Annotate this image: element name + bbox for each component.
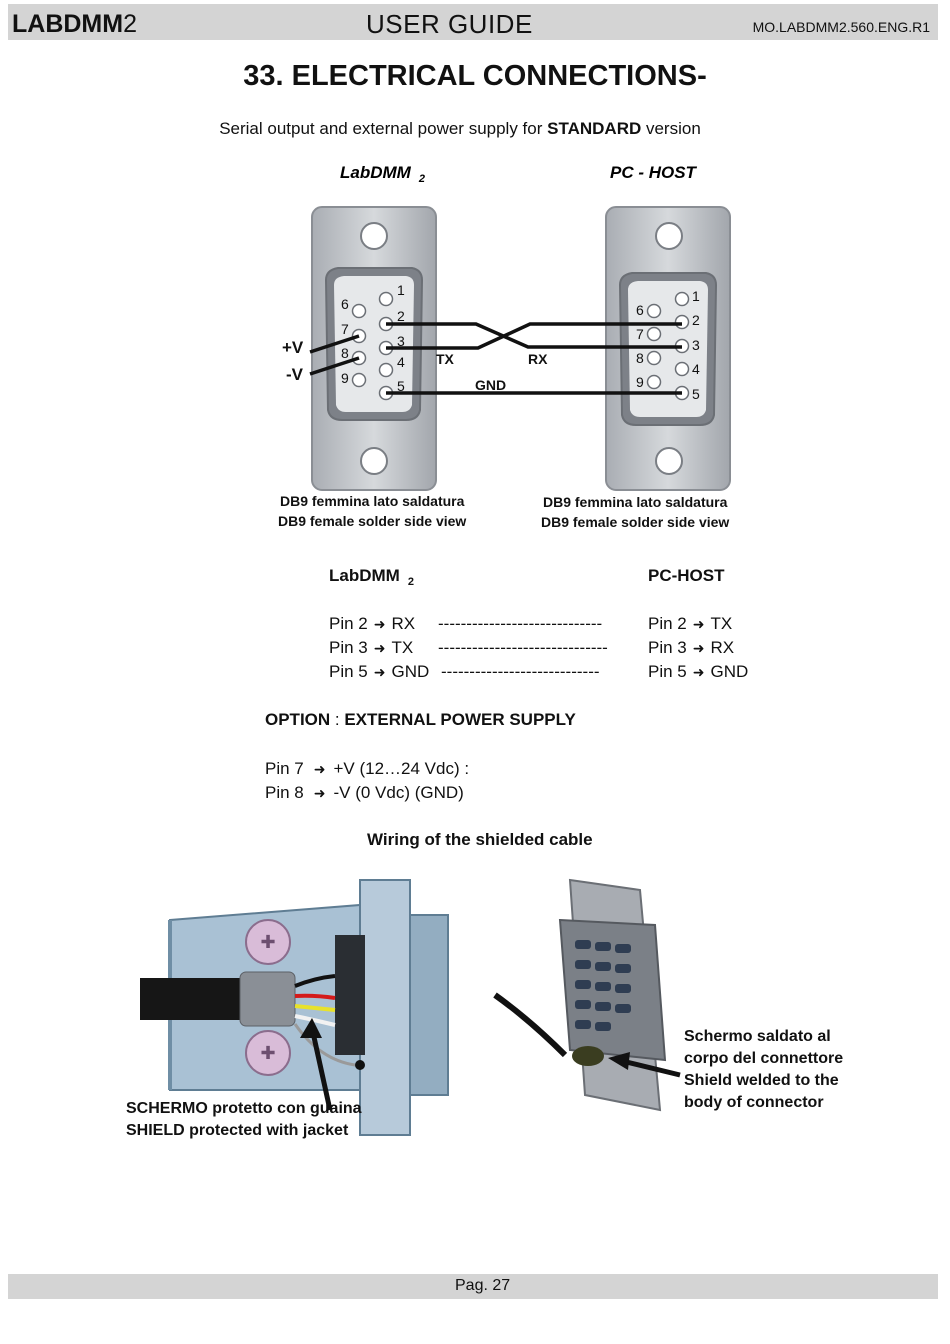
svg-text:4: 4 [397, 354, 405, 370]
pin-row: Pin 5➜GND [329, 662, 430, 681]
svg-text:8: 8 [636, 350, 644, 366]
wires [309, 322, 682, 395]
svg-text:2: 2 [397, 308, 405, 324]
svg-text:DB9 female solder side view: DB9 female solder side view [541, 514, 729, 530]
svg-text:+V: +V [282, 338, 304, 357]
pin-row: Pin 3➜TX [329, 638, 414, 657]
pin-row: Pin 2➜RX [329, 614, 416, 633]
right-connector-label: PC - HOST [610, 163, 698, 182]
pin-row-dashes: ---------------------------- [441, 662, 600, 681]
svg-text:6: 6 [636, 302, 644, 318]
svg-text:1: 1 [692, 288, 700, 304]
svg-text:3: 3 [397, 333, 405, 349]
subtitle: Serial output and external power supply … [219, 119, 701, 138]
svg-text:DB9 femmina lato saldatura: DB9 femmina lato saldatura [543, 494, 728, 510]
shielded-cable-photo: ✚ ✚ [140, 879, 449, 1136]
page-number: Pag. 27 [455, 1277, 511, 1294]
shield-section-title: Wiring of the shielded cable [367, 830, 593, 849]
svg-text:9: 9 [636, 374, 644, 390]
pin-row-dashes: ----------------------------- [438, 614, 603, 633]
pin-table-right-head: PC-HOST [648, 566, 725, 585]
page-footer: Pag. 27 [8, 1274, 938, 1299]
svg-text:4: 4 [692, 361, 700, 377]
svg-text:8: 8 [341, 345, 349, 361]
svg-text:TX: TX [436, 351, 455, 367]
connector-front-photo [493, 878, 681, 1112]
svg-text:7: 7 [636, 326, 644, 342]
doc-code: MO.LABDMM2.560.ENG.R1 [752, 19, 930, 35]
svg-text:5: 5 [692, 386, 700, 402]
page-header: LABDMM2 USER GUIDE MO.LABDMM2.560.ENG.R1 [8, 4, 938, 40]
pin-row-host: Pin 2➜TX [648, 614, 733, 633]
svg-text:2: 2 [692, 312, 700, 328]
option-row: Pin 8➜-V (0 Vdc) (GND) [265, 783, 464, 802]
pin-row-dashes: ------------------------------ [438, 638, 608, 657]
svg-text:5: 5 [397, 378, 405, 394]
brand: LABDMM2 [12, 10, 137, 38]
svg-text:GND: GND [475, 377, 506, 393]
svg-text:-V: -V [286, 365, 304, 384]
svg-text:✚: ✚ [260, 1043, 275, 1063]
option-row: Pin 7➜+V (12…24 Vdc) : [265, 759, 470, 778]
page-title: 33. ELECTRICAL CONNECTIONS- [243, 60, 707, 92]
svg-text:3: 3 [692, 337, 700, 353]
svg-text:6: 6 [341, 296, 349, 312]
option-heading: OPTION : EXTERNAL POWER SUPPLY [265, 710, 576, 729]
left-shield-caption: SCHERMO protetto con guaina SHIELD prote… [126, 1100, 362, 1139]
pin-row-host: Pin 5➜GND [648, 662, 749, 681]
left-db9-connector: 1 2 3 4 5 6 7 8 9 [311, 206, 437, 491]
svg-text:RX: RX [528, 351, 548, 367]
section-title: USER GUIDE [366, 9, 533, 39]
svg-text:9: 9 [341, 370, 349, 386]
svg-text:DB9 femmina lato saldatura: DB9 femmina lato saldatura [280, 493, 465, 509]
svg-text:7: 7 [341, 321, 349, 337]
svg-text:✚: ✚ [260, 932, 275, 952]
svg-text:DB9 female solder side view: DB9 female solder side view [278, 513, 466, 529]
svg-text:1: 1 [397, 282, 405, 298]
right-shield-caption: Schermo saldato al corpo del connettore … [684, 1028, 844, 1111]
pin-row-host: Pin 3➜RX [648, 638, 735, 657]
